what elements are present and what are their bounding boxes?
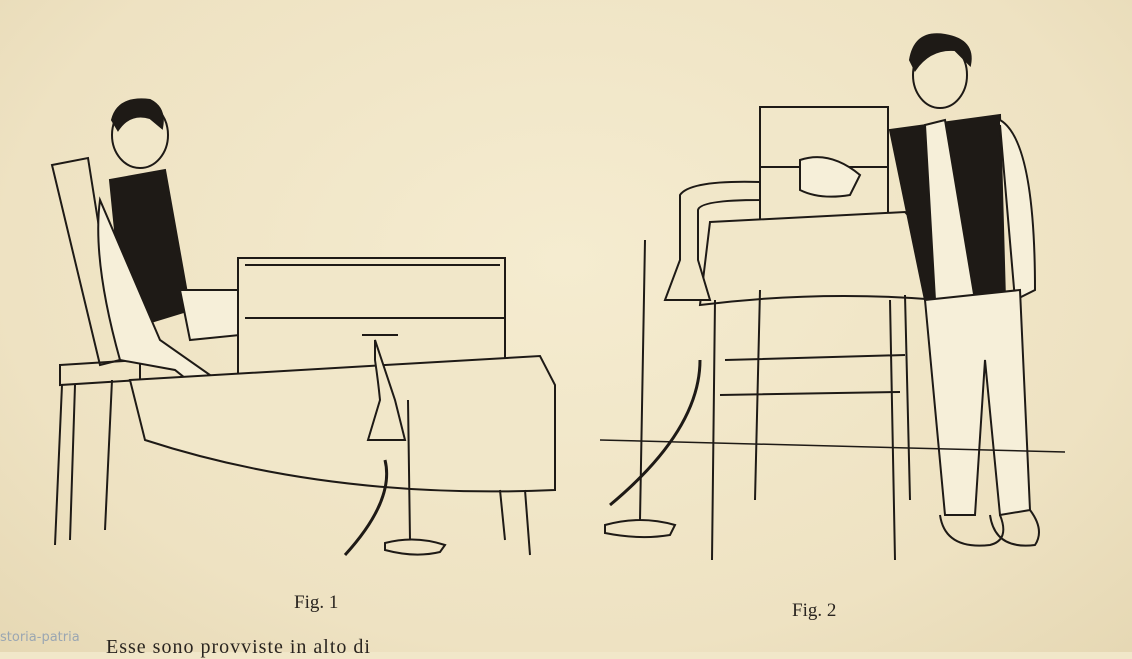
figure-1-caption: Fig. 1 — [294, 592, 339, 613]
body-text-line: Esse sono provviste in alto di — [106, 636, 371, 658]
watermark: storia-patria — [0, 630, 80, 645]
figure-2-caption: Fig. 2 — [792, 600, 837, 621]
